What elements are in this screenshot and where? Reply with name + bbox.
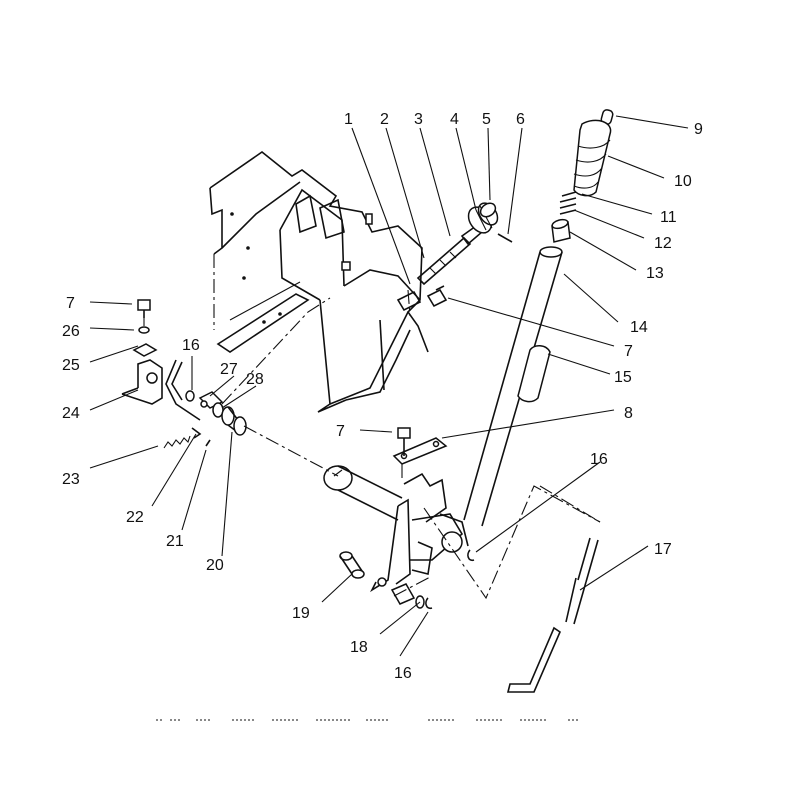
bracket-24 xyxy=(121,359,163,405)
callout-3: 3 xyxy=(414,111,423,128)
assembly-lines xyxy=(143,289,601,600)
callout-7-left: 7 xyxy=(66,295,75,312)
callout-8: 8 xyxy=(624,405,633,422)
bolt-7-lower xyxy=(397,427,411,456)
callout-9: 9 xyxy=(694,121,703,138)
bolt-7-mid xyxy=(426,285,448,308)
callout-7-lower: 7 xyxy=(336,423,345,440)
leader-lines xyxy=(89,115,689,657)
callout-15: 15 xyxy=(614,369,632,386)
bolt-7-left xyxy=(137,299,151,318)
pin-19 xyxy=(339,551,365,579)
callout-7-right: 7 xyxy=(624,343,633,360)
bushing-13 xyxy=(551,218,571,243)
callout-25: 25 xyxy=(62,357,80,374)
callout-20: 20 xyxy=(206,557,224,574)
callout-17: 17 xyxy=(654,541,672,558)
frame-plate xyxy=(209,151,429,413)
callout-22: 22 xyxy=(126,509,144,526)
callout-14: 14 xyxy=(630,319,648,336)
grip-10 xyxy=(573,119,612,197)
callout-28: 28 xyxy=(246,371,264,388)
callout-26: 26 xyxy=(62,323,80,340)
nut-25 xyxy=(132,343,158,357)
clip-16-left xyxy=(185,390,195,402)
pin-21 xyxy=(205,439,211,447)
callout-16-bottom: 16 xyxy=(394,665,412,682)
lever-bracket xyxy=(370,472,469,593)
spacer-18 xyxy=(390,583,425,609)
callout-labels: 1 2 3 4 5 6 9 10 11 12 13 14 7 15 8 16 1… xyxy=(62,111,703,682)
spring-23 xyxy=(163,435,191,449)
callout-16-right: 16 xyxy=(590,451,608,468)
callout-2: 2 xyxy=(380,111,389,128)
callout-23: 23 xyxy=(62,471,80,488)
plate-8 xyxy=(392,437,448,465)
pin-6 xyxy=(497,233,513,243)
lever-tube xyxy=(463,246,563,527)
link-rod xyxy=(165,359,201,421)
callout-21: 21 xyxy=(166,533,184,550)
clip-16-right xyxy=(467,549,475,562)
callout-18: 18 xyxy=(350,639,368,656)
callout-13: 13 xyxy=(646,265,664,282)
sleeve-15 xyxy=(517,345,551,403)
callout-6: 6 xyxy=(516,111,525,128)
callout-19: 19 xyxy=(292,605,310,622)
rod-17 xyxy=(506,537,599,693)
callout-11: 11 xyxy=(660,209,677,226)
callout-12: 12 xyxy=(654,235,672,252)
ring-5 xyxy=(479,202,497,218)
washer-26 xyxy=(138,326,150,334)
clip-16-lower xyxy=(425,597,433,610)
callout-10: 10 xyxy=(674,173,692,190)
callout-4: 4 xyxy=(450,111,459,128)
bushing-20 xyxy=(221,406,247,436)
callout-24: 24 xyxy=(62,405,80,422)
spring-12 xyxy=(559,191,577,215)
callout-16-left: 16 xyxy=(182,337,200,354)
callout-5: 5 xyxy=(482,111,491,128)
clip-22 xyxy=(191,427,202,439)
callout-1: 1 xyxy=(344,111,353,128)
callout-27: 27 xyxy=(220,361,238,378)
cross-shaft xyxy=(323,465,403,521)
